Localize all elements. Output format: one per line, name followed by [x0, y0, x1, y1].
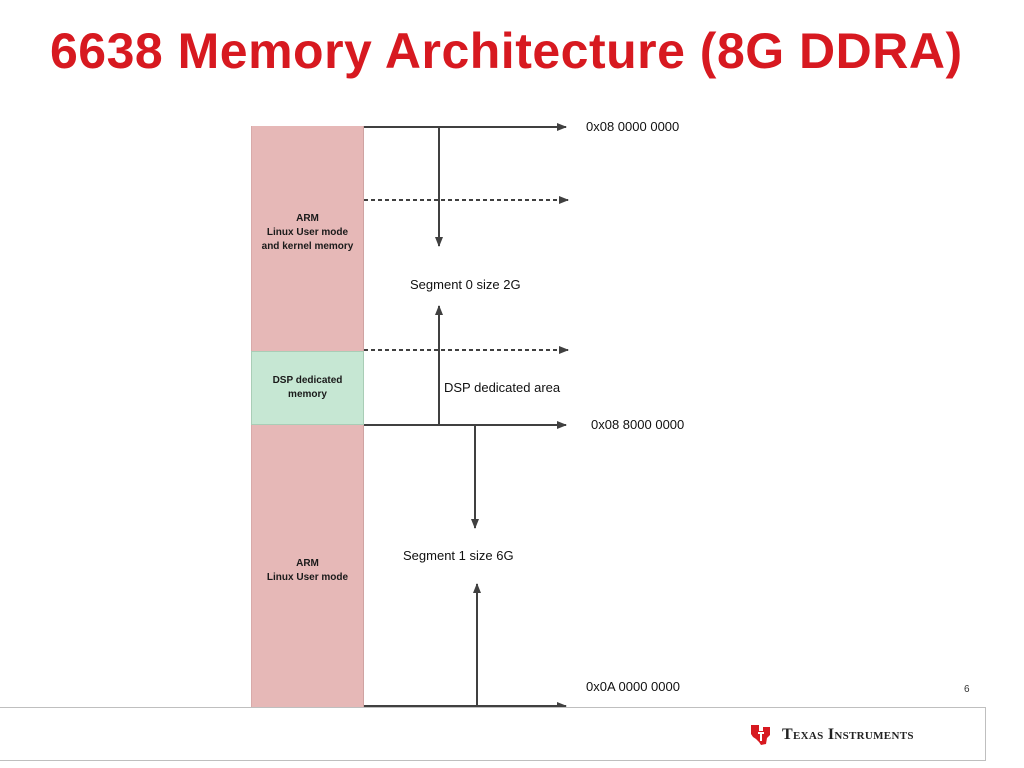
segment0-label: Segment 0 size 2G: [410, 277, 521, 292]
texas-instruments-logo: Texas Instruments: [748, 722, 914, 748]
ti-logo-text: Texas Instruments: [782, 726, 914, 743]
slide-title: 6638 Memory Architecture (8G DDRA): [50, 23, 963, 79]
footer-bar: [0, 707, 986, 761]
address-label-top: 0x08 0000 0000: [586, 119, 680, 134]
address-label-bottom: 0x0A 0000 0000: [586, 679, 680, 694]
arm-user-mode-block: ARM Linux User mode: [251, 425, 364, 707]
dsp-area-label: DSP dedicated area: [444, 380, 561, 395]
address-label-mid: 0x08 8000 0000: [591, 417, 685, 432]
segment1-label: Segment 1 size 6G: [403, 548, 514, 563]
arm-kernel-memory-block: ARM Linux User mode and kernel memory: [251, 126, 364, 351]
dsp-dedicated-memory-block: DSP dedicated memory: [251, 351, 364, 425]
page-number: 6: [964, 684, 970, 695]
ti-state-icon: [751, 725, 770, 745]
